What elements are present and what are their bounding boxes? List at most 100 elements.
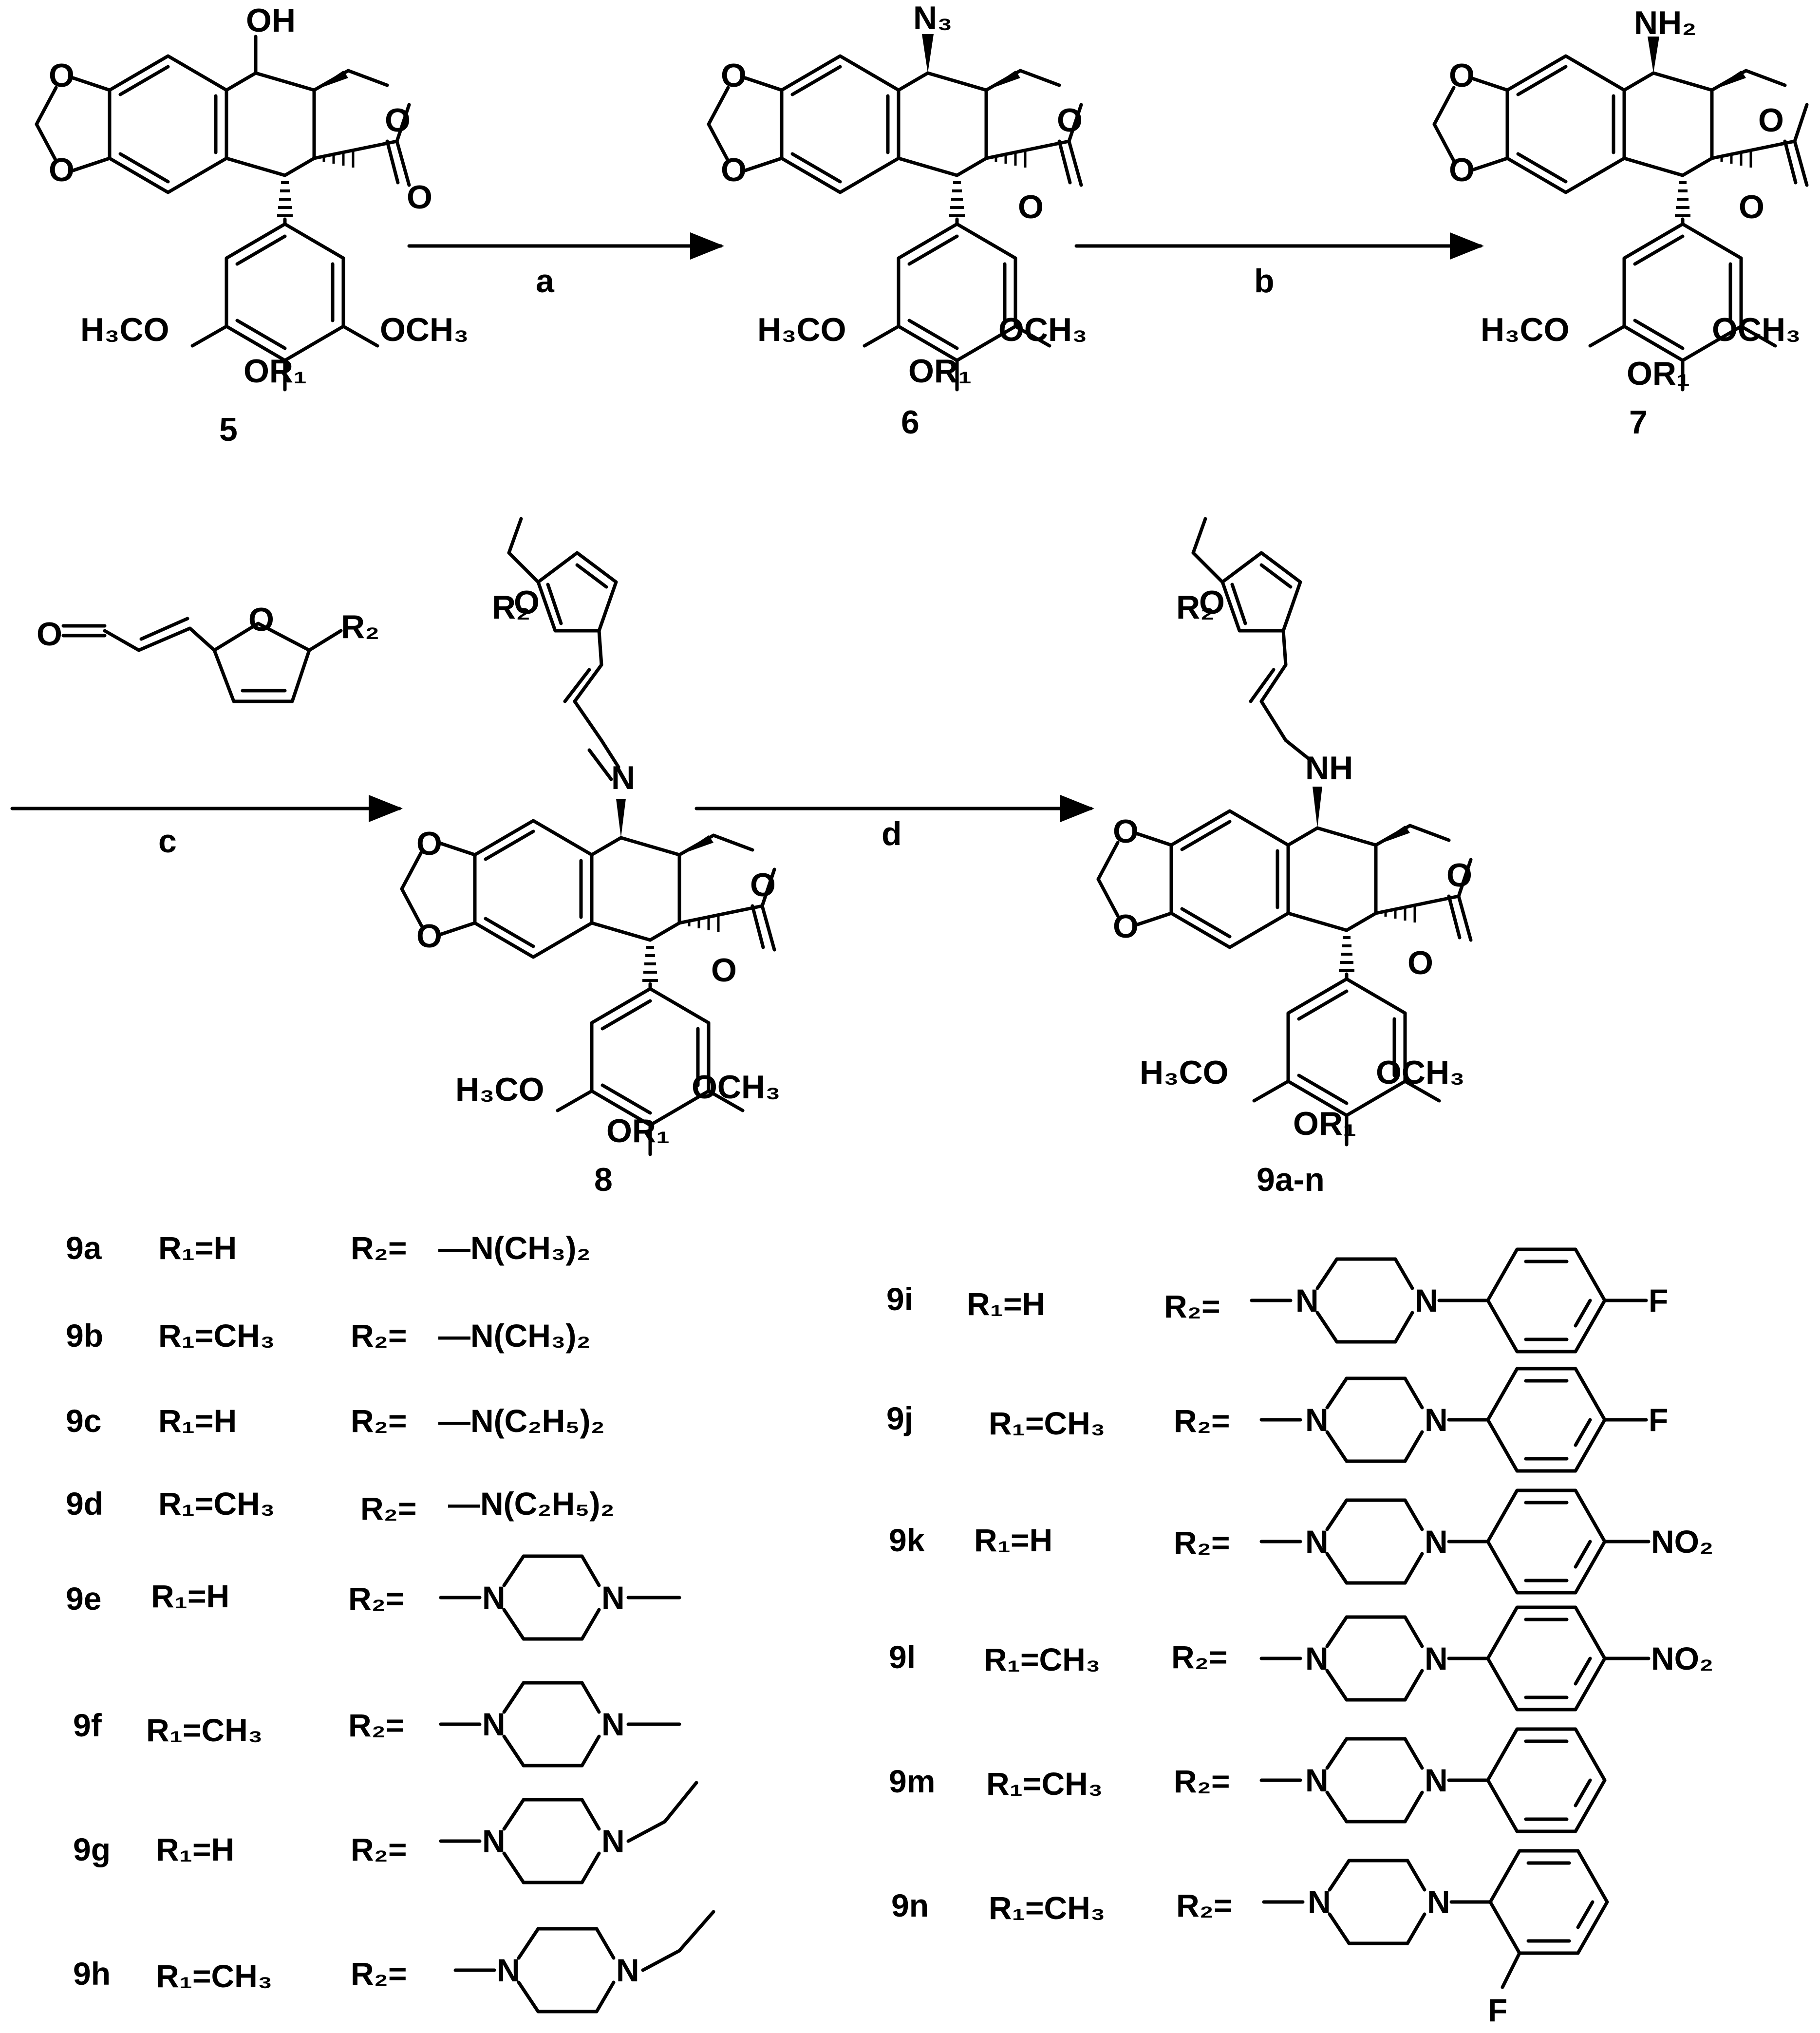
dioxole-o-bottom: O [1449,151,1475,188]
piperazine-n1: N [1295,1282,1319,1318]
substituent: NO₂ [1651,1640,1713,1676]
substituent: F [1649,1402,1668,1438]
piperazine-n2: N [1425,1640,1448,1676]
r1-value: R₁=CH₃ [156,1958,272,1994]
carbonyl-o: O [711,952,737,989]
piperazine-n2: N [601,1823,625,1859]
compound-id: 9h [73,1956,111,1992]
carbonyl-o: O [1407,944,1433,981]
or1-label: OR₁ [606,1112,670,1149]
compound-id: 9n [891,1887,929,1923]
or1-label: OR₁ [1293,1105,1356,1142]
compound-8: R₂ O N O O O O H₃CO OCH₃ OR₁ 8 [402,519,781,1198]
ome-left: H₃CO [80,311,169,348]
ome-right: OCH₃ [1712,311,1801,348]
row-9k: 9k R₁=H R₂= N N NO₂ [889,1490,1713,1593]
row-9c: 9c R₁=H R₂= —N(C₂H₅)₂ [66,1403,605,1439]
row-9i: 9i R₁=H R₂= N N F [886,1249,1668,1352]
step-a-label: a [536,263,555,300]
ome-right: OCH₃ [692,1069,781,1106]
piperazine-n1: N [497,1952,520,1988]
r2-value: —N(CH₃)₂ [438,1230,591,1266]
piperazine-n1: N [1305,1762,1329,1798]
piperazine-n2: N [1427,1884,1450,1920]
row-9l: 9l R₁=CH₃ R₂= N N NO₂ [889,1607,1713,1710]
or1-label: OR₁ [1627,355,1690,392]
piperazine-n1: N [482,1706,506,1742]
r1-value: R₁=CH₃ [989,1890,1105,1926]
substituent: F [1488,1992,1507,2028]
r1-value: R₁=CH₃ [158,1318,275,1354]
arrow-c: c [10,795,403,860]
compound-7: NH₂ O O O O H₃CO OCH₃ OR₁ 7 [1434,4,1807,441]
substituent: NO₂ [1651,1524,1713,1560]
piperazine-n1: N [1308,1884,1331,1920]
r1-value: R₁=H [158,1403,237,1439]
row-9e: 9e R₁=H R₂= N N [66,1556,681,1639]
r2-label: R₂= [1174,1763,1230,1799]
compound-label-9: 9a-n [1257,1161,1325,1198]
r1-value: R₁=H [974,1522,1052,1558]
r2-label: R₂= [360,1490,417,1526]
row-9b: 9b R₁=CH₃ R₂= —N(CH₃)₂ [66,1318,591,1354]
dioxole-o-top: O [416,825,442,862]
reagent-c: O O R₂ [37,601,379,703]
dioxole-o-bottom: O [721,151,747,188]
r2-label: R₂= [351,1230,407,1266]
furan-o: O [1199,584,1225,621]
piperazine-n2: N [1425,1402,1448,1438]
piperazine-n2: N [1415,1282,1438,1318]
lactone-o: O [1057,102,1083,139]
piperazine-n2: N [1425,1524,1448,1560]
row-9g: 9g R₁=H R₂= N N [73,1781,698,1882]
dioxole-o-top: O [1113,813,1139,850]
ome-left: H₃CO [757,311,846,348]
piperazine-n2: N [616,1952,639,1988]
arrow-d: d [694,795,1094,852]
arrow-a: a [407,232,724,300]
r2-label: R₂= [351,1318,407,1354]
dioxole-o-top: O [721,57,747,94]
arrow-b: b [1074,232,1484,300]
ome-left: H₃CO [1481,311,1570,348]
dioxole-o-top: O [49,57,75,94]
compound-label-8: 8 [594,1161,613,1198]
r2-label: R₂ [341,608,379,645]
hydroxyl-label: OH [246,2,296,39]
r2-label: R₂= [1171,1639,1228,1675]
r2-label: R₂ [1176,589,1215,626]
row-9d: 9d R₁=CH₃ R₂= —N(C₂H₅)₂ [66,1486,615,1526]
compound-id: 9i [886,1281,913,1317]
dioxole-o-bottom: O [49,151,75,188]
compound-5: OH O O O O H₃CO OCH₃ OR₁ 5 [37,2,469,448]
r2-value: —N(CH₃)₂ [438,1318,591,1354]
compound-label-5: 5 [219,411,238,448]
piperazine-n2: N [1425,1762,1448,1798]
r2-label: R₂= [1164,1288,1220,1324]
r2-label: R₂= [351,1956,407,1992]
r1-value: R₁=H [156,1831,234,1867]
compound-id: 9f [73,1707,102,1743]
aldehyde-o: O [37,616,62,653]
amine-nh: NH [1305,750,1353,787]
r2-label: R₂= [1174,1403,1230,1439]
piperazine-n2: N [601,1706,625,1742]
compound-9: R₂ O NH O O O O H₃CO OCH₃ OR₁ 9a-n [1098,519,1472,1198]
step-c-label: c [158,823,177,860]
compound-id: 9l [889,1639,916,1675]
azide-label: N₃ [913,0,953,37]
step-d-label: d [882,815,902,852]
r2-label: R₂= [1174,1525,1230,1561]
compound-id: 9j [886,1400,913,1436]
dioxole-o-top: O [1449,57,1475,94]
compound-label-6: 6 [901,404,919,441]
compound-id: 9c [66,1403,101,1439]
piperazine-n2: N [601,1580,625,1616]
r1-value: R₁=CH₃ [986,1766,1103,1802]
row-9h: 9h R₁=CH₃ R₂= N N [73,1910,715,2012]
step-b-label: b [1254,263,1275,300]
r2-value: —N(C₂H₅)₂ [448,1486,615,1522]
or1-label: OR₁ [908,353,972,390]
piperazine-n1: N [482,1823,506,1859]
